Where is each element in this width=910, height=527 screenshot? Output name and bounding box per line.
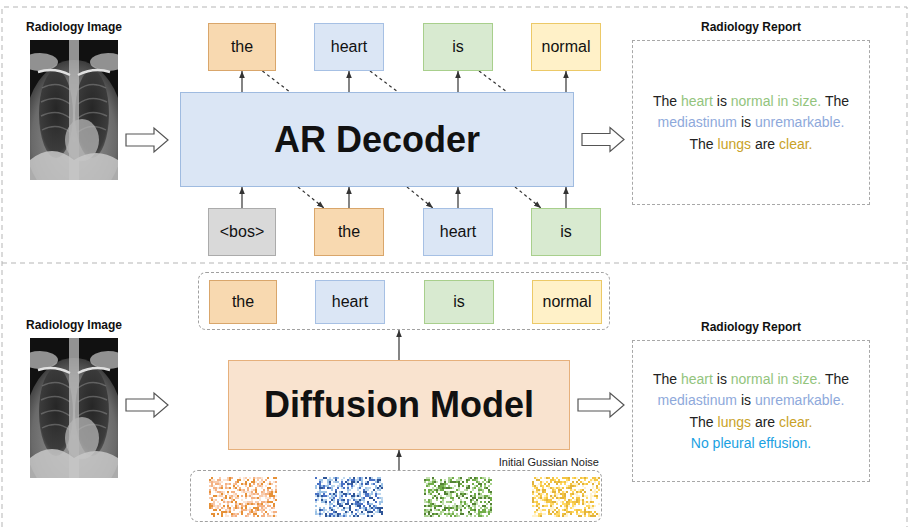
arrow-connector xyxy=(262,71,290,92)
report-phrase: The xyxy=(653,369,677,389)
report-phrase: are xyxy=(755,412,775,432)
token-text: is xyxy=(453,293,465,311)
report-phrase: are xyxy=(755,134,775,154)
arrow-connector xyxy=(348,71,349,92)
report-phrase: The xyxy=(825,91,849,111)
arrow-connector xyxy=(398,450,399,470)
report-heading: Radiology Report xyxy=(613,20,889,34)
token-box: heart xyxy=(314,23,384,71)
group-caption: Initial Gussian Noise xyxy=(499,456,599,468)
report-phrase: heart xyxy=(681,369,713,389)
group-box: the heart is normal xyxy=(198,272,610,330)
token-box: normal xyxy=(532,280,602,324)
token-box: heart xyxy=(315,280,385,324)
report-heading: Radiology Report xyxy=(613,320,889,334)
report-phrase: The xyxy=(689,412,713,432)
token-text: the xyxy=(231,38,253,56)
image-label: Radiology Image xyxy=(14,20,134,34)
model-box: Diffusion Model xyxy=(228,360,570,450)
report-phrase: mediastinum xyxy=(658,390,737,410)
report-phrase: The xyxy=(653,91,677,111)
block-arrow xyxy=(578,393,624,417)
arrow-connector xyxy=(457,187,458,208)
token-box: normal xyxy=(531,23,601,71)
token-text: is xyxy=(452,38,464,56)
report-box: Radiology ReportTheheartisnormal in size… xyxy=(632,340,870,482)
token-box: is xyxy=(424,280,494,324)
token-text: heart xyxy=(440,223,476,241)
token-text: the xyxy=(338,223,360,241)
report-phrase: lungs xyxy=(718,412,751,432)
image-label: Radiology Image xyxy=(14,318,134,332)
report-box: Radiology ReportTheheartisnormal in size… xyxy=(632,40,870,205)
token-box: the xyxy=(314,208,384,256)
report-phrase: normal in size. xyxy=(731,369,821,389)
token-box: is xyxy=(423,23,493,71)
report-phrase: is xyxy=(741,112,751,132)
report-phrase: mediastinum xyxy=(658,112,737,132)
token-box: <bos> xyxy=(208,208,276,256)
token-box: is xyxy=(531,208,601,256)
report-phrase: lungs xyxy=(718,134,751,154)
arrow-connector xyxy=(565,187,566,208)
report-phrase: is xyxy=(717,369,727,389)
arrow-connector xyxy=(479,71,507,92)
arrow-connector xyxy=(298,187,324,208)
model-box: AR Decoder xyxy=(180,92,574,187)
arrow-connector xyxy=(370,71,398,92)
group-box: Initial Gussian Noise xyxy=(190,470,602,522)
model-title: AR Decoder xyxy=(274,119,480,161)
report-phrase: unremarkable. xyxy=(755,112,845,132)
report-phrase: clear. xyxy=(779,412,812,432)
token-text: normal xyxy=(543,293,592,311)
arrow-connector xyxy=(457,71,458,92)
arrow-connector xyxy=(398,330,399,360)
report-phrase: unremarkable. xyxy=(755,390,845,410)
arrow-connector xyxy=(241,71,242,92)
arrow-connector xyxy=(348,187,349,208)
report-phrase: The xyxy=(825,369,849,389)
arrow-connector xyxy=(407,187,433,208)
token-text: heart xyxy=(331,38,367,56)
report-phrase: heart xyxy=(681,91,713,111)
report-phrase: clear. xyxy=(779,134,812,154)
report-phrase: The xyxy=(689,134,713,154)
arrow-connector xyxy=(515,187,541,208)
model-title: Diffusion Model xyxy=(264,384,534,426)
report-phrase: is xyxy=(741,390,751,410)
token-text: the xyxy=(232,293,254,311)
report-phrase: is xyxy=(717,91,727,111)
block-arrow xyxy=(582,128,624,152)
report-phrase: No pleural effusion. xyxy=(691,433,811,453)
token-text: heart xyxy=(332,293,368,311)
arrow-connector xyxy=(241,187,242,208)
token-text: <bos> xyxy=(220,223,264,241)
token-box: the xyxy=(208,23,276,71)
report-phrase: normal in size. xyxy=(731,91,821,111)
token-text: normal xyxy=(542,38,591,56)
arrow-connector xyxy=(565,71,566,92)
token-text: is xyxy=(560,223,572,241)
token-box: the xyxy=(209,280,277,324)
token-box: heart xyxy=(423,208,493,256)
